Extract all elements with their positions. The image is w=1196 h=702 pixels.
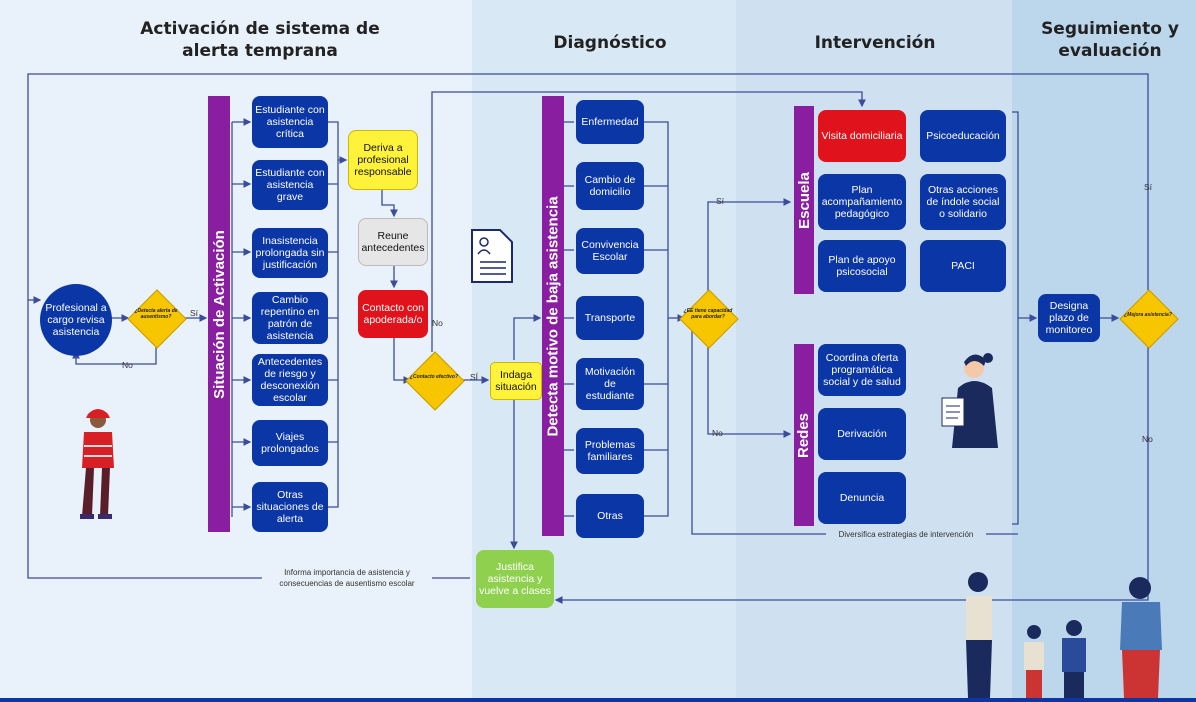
- decision-3-text: ¿EE tiene capacidad para abordar?: [683, 308, 733, 320]
- phase-title-intervencion: Intervención: [814, 33, 936, 53]
- label-si-4: Sí: [1144, 182, 1153, 192]
- redes-action-1: Coordina oferta programática social y de…: [818, 344, 906, 396]
- phase-title-diagnostico: Diagnóstico: [553, 33, 667, 53]
- teacher-illustration: [941, 353, 998, 448]
- motivo-5: Motivación de estudiante: [576, 358, 644, 410]
- label-si-2: SÍ: [470, 372, 479, 382]
- designa-node: Designa plazo de monitoreo: [1038, 294, 1100, 342]
- situation-1: Estudiante con asistencia crítica: [252, 96, 328, 148]
- motivo-bar-label: Detecta motivo de baja asistencia: [544, 195, 562, 437]
- motivo-7: Otras: [576, 494, 644, 538]
- motivo-3: Convivencia Escolar: [576, 228, 644, 274]
- escuela-action-6: PACI: [920, 240, 1006, 292]
- reune-node: Reune antecedentes: [358, 218, 428, 266]
- escuela-action-3: Plan de apoyo psicosocial: [818, 240, 906, 292]
- redes-bar: Redes: [794, 344, 814, 526]
- informa-annotation: Informa importancia de asistencia y cons…: [262, 567, 432, 589]
- motivo-1: Enfermedad: [576, 100, 644, 144]
- phase-band-seguimiento: [1012, 0, 1196, 702]
- activation-bar: Situación de Activación: [208, 96, 230, 532]
- label-no-4: No: [1142, 434, 1153, 444]
- bottom-rule: [0, 698, 1196, 702]
- escuela-action-4: Psicoeducación: [920, 110, 1006, 162]
- decision-4-text: ¿Mejora asistencia?: [1124, 312, 1172, 318]
- redes-action-3: Denuncia: [818, 472, 906, 524]
- indaga-node: Indaga situación: [490, 362, 542, 400]
- label-no-3: No: [712, 428, 723, 438]
- label-si-1: Sí: [190, 308, 199, 318]
- phase-title-activacion: Activación de sistema de alerta temprana: [140, 19, 380, 61]
- phase-title-seguimiento: Seguimiento y evaluación: [1041, 19, 1179, 61]
- diversifica-label: Diversifica estrategias de intervención: [826, 529, 986, 540]
- situation-3: Inasistencia prolongada sin justificació…: [252, 228, 328, 278]
- motivo-bar: Detecta motivo de baja asistencia: [542, 96, 564, 536]
- document-icon: [471, 229, 513, 283]
- motivo-4: Transporte: [576, 296, 644, 340]
- contacto-node: Contacto con apoderada/o: [358, 290, 428, 338]
- escuela-action-2: Plan acompañamiento pedagógico: [818, 174, 906, 230]
- situation-7: Otras situaciones de alerta: [252, 482, 328, 532]
- motivo-2: Cambio de domicilio: [576, 162, 644, 210]
- crossing-guard-illustration: [80, 409, 114, 519]
- situation-6: Viajes prolongados: [252, 420, 328, 466]
- decision-2-text: ¿Contacto efectivo?: [409, 374, 459, 380]
- family-illustration: [966, 572, 1162, 698]
- decision-1-text: ¿Detecta alerta de ausentismo?: [134, 308, 178, 320]
- redes-action-2: Derivación: [818, 408, 906, 460]
- escuela-action-5: Otras acciones de índole social o solida…: [920, 174, 1006, 230]
- label-no-1: No: [122, 360, 133, 370]
- escuela-bar-label: Escuela: [795, 171, 813, 229]
- redes-bar-label: Redes: [795, 412, 813, 458]
- situation-4: Cambio repentino en patrón de asistencia: [252, 292, 328, 344]
- label-si-3: Sí: [716, 196, 725, 206]
- justifica-node: Justifica asistencia y vuelve a clases: [476, 550, 554, 608]
- escuela-bar: Escuela: [794, 106, 814, 294]
- label-no-2: No: [432, 318, 443, 328]
- escuela-action-1: Visita domiciliaria: [818, 110, 906, 162]
- activation-bar-label: Situación de Activación: [210, 229, 228, 399]
- deriva-node: Deriva a profesional responsable: [348, 130, 418, 190]
- start-node: Profesional a cargo revisa asistencia: [40, 284, 112, 356]
- situation-5: Antecedentes de riesgo y desconexión esc…: [252, 354, 328, 406]
- motivo-6: Problemas familiares: [576, 428, 644, 474]
- situation-2: Estudiante con asistencia grave: [252, 160, 328, 210]
